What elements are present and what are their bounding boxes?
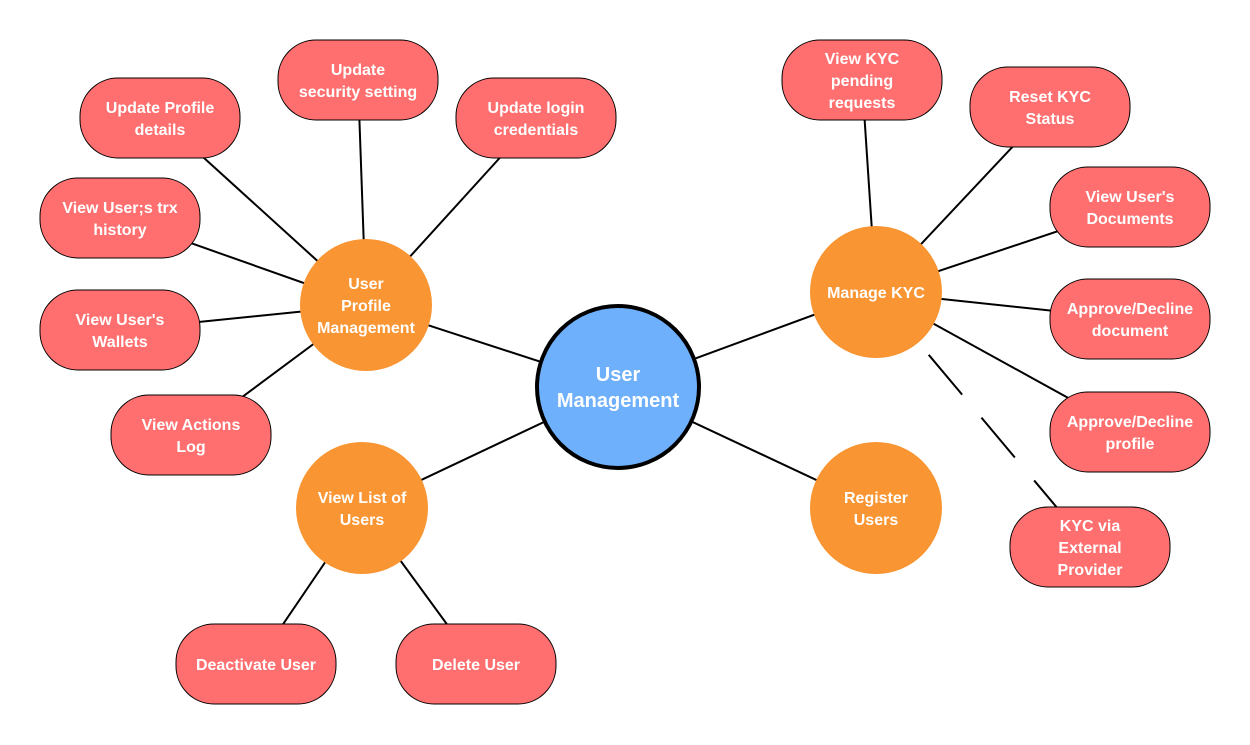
leaf-pill	[1009, 506, 1171, 588]
node-label-line: Approve/Decline	[1067, 414, 1193, 431]
node-label-line: Approve/Decline	[1067, 301, 1193, 318]
hub-circle	[810, 226, 942, 358]
node-label-line: document	[1092, 323, 1169, 340]
node-label-line: Users	[340, 512, 385, 529]
node-label-line: Delete User	[432, 657, 520, 674]
node-label-line: View User's	[1086, 189, 1175, 206]
node-label-line: Management	[557, 390, 680, 412]
leaf-pill	[39, 289, 201, 371]
node-label-line: View KYC	[825, 51, 900, 68]
node-label-line: Provider	[1058, 562, 1123, 579]
hub-circle	[300, 239, 432, 371]
edge-kyc-to-kyc-external	[875, 291, 1091, 548]
leaf-pill	[39, 177, 201, 259]
node-kyc-pending: View KYC pending requests	[781, 39, 943, 121]
node-label-line: Profile	[341, 298, 391, 315]
node-label-line: history	[93, 222, 146, 239]
node-label-line: Update login	[488, 100, 585, 117]
node-update-profile: Update Profile details	[79, 77, 241, 159]
node-deactivate: Deactivate User	[175, 623, 337, 705]
node-label-line: pending	[831, 73, 893, 90]
node-label-line: External	[1058, 540, 1121, 557]
node-list: View List of Users	[296, 442, 428, 574]
node-delete: Delete User	[395, 623, 557, 705]
node-label-line: Update	[331, 62, 385, 79]
leaf-pill	[110, 394, 272, 476]
node-label-line: Wallets	[92, 334, 148, 351]
leaf-pill	[455, 77, 617, 159]
node-label-line: View User's	[76, 312, 165, 329]
node-reset-kyc: Reset KYC Status	[969, 66, 1131, 148]
leaf-pill	[1049, 391, 1211, 473]
node-label-line: View Actions	[142, 417, 241, 434]
node-label-line: details	[135, 122, 186, 139]
node-approve-doc: Approve/Decline document	[1049, 278, 1211, 360]
leaf-pill	[969, 66, 1131, 148]
hub-circle	[296, 442, 428, 574]
hub-circle	[810, 442, 942, 574]
node-label-line: Management	[317, 320, 415, 337]
node-label-line: Status	[1026, 111, 1075, 128]
leaf-pill	[781, 39, 943, 121]
node-label-line: profile	[1106, 436, 1155, 453]
node-label-line: security setting	[299, 84, 417, 101]
node-label-line: Documents	[1086, 211, 1173, 228]
leaf-pill	[395, 623, 557, 705]
node-label-line: View List of	[318, 490, 407, 507]
node-approve-profile: Approve/Decline profile	[1049, 391, 1211, 473]
node-label-line: Deactivate User	[196, 657, 316, 674]
node-label-line: Register	[844, 490, 908, 507]
node-label-line: Users	[854, 512, 899, 529]
node-label-line: View User;s trx	[62, 200, 177, 217]
node-label-line: User	[596, 364, 641, 386]
center-circle	[535, 304, 701, 470]
node-update-security: Update security setting	[277, 39, 439, 121]
leaf-pill	[175, 623, 337, 705]
node-label-line: Manage KYC	[827, 285, 925, 302]
node-label-line: KYC via	[1060, 518, 1121, 535]
leaf-pill	[79, 77, 241, 159]
node-label-line: credentials	[494, 122, 579, 139]
leaf-pill	[1049, 166, 1211, 248]
node-view-trx: View User;s trx history	[39, 177, 201, 259]
nodes-layer: UserManagementUserProfileManagementManag…	[39, 39, 1211, 705]
node-update-login: Update login credentials	[455, 77, 617, 159]
node-label-line: Log	[176, 439, 205, 456]
node-label-line: Update Profile	[106, 100, 215, 117]
leaf-pill	[1049, 278, 1211, 360]
node-label-line: Reset KYC	[1009, 89, 1091, 106]
node-kyc: Manage KYC	[810, 226, 942, 358]
node-label-line: requests	[829, 95, 896, 112]
leaf-pill	[277, 39, 439, 121]
node-label-line: User	[348, 276, 384, 293]
